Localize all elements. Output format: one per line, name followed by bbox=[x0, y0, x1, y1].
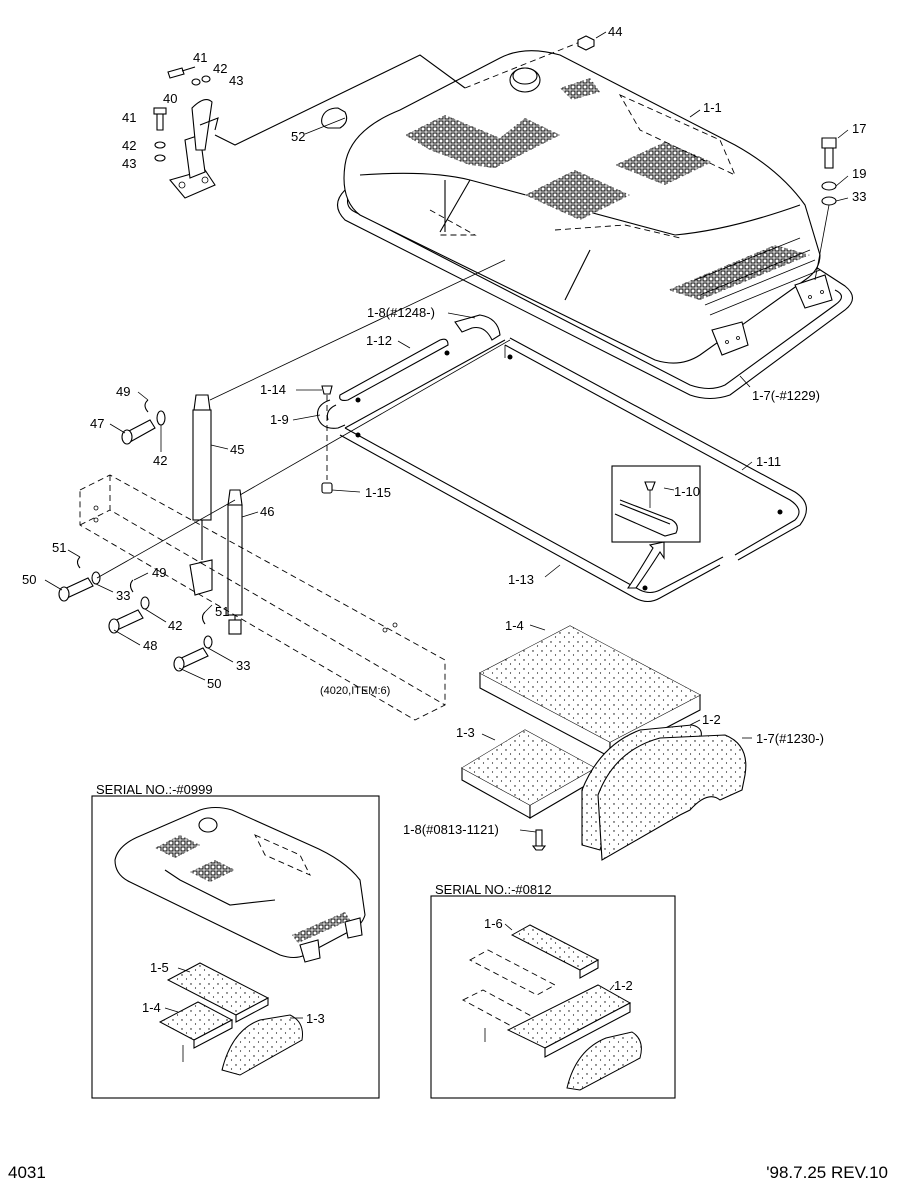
gas-strut-46 bbox=[227, 489, 243, 635]
serial-title-0812: SERIAL NO.:-#0812 bbox=[435, 882, 552, 897]
label-1-6: 1-6 bbox=[484, 916, 503, 931]
rubber-52 bbox=[321, 107, 348, 129]
seal-frame-1-7 bbox=[336, 189, 854, 400]
label-49-lower: 49 bbox=[152, 565, 166, 580]
label-42-lower: 42 bbox=[168, 618, 182, 633]
label-41-top: 41 bbox=[193, 50, 207, 65]
label-1-9: 1-9 bbox=[270, 412, 289, 427]
label-51-lower: 51 bbox=[215, 604, 229, 619]
label-1-2-boxB: 1-2 bbox=[614, 978, 633, 993]
label-45: 45 bbox=[230, 442, 244, 457]
insulation-pad-1-3 bbox=[460, 729, 597, 819]
screw-1-14 bbox=[321, 385, 333, 395]
frame-1-13 bbox=[339, 434, 721, 603]
label-43-top: 43 bbox=[229, 73, 243, 88]
leader-lines bbox=[44, 31, 849, 1019]
serial-box-0812 bbox=[430, 895, 676, 1099]
label-43-mid: 43 bbox=[122, 156, 136, 171]
label-1-7-upper: 1-7(-#1229) bbox=[752, 388, 820, 403]
pin-1-15 bbox=[321, 482, 333, 494]
pin-47 bbox=[121, 399, 166, 445]
label-44: 44 bbox=[608, 24, 622, 39]
bolt-17 bbox=[821, 137, 837, 149]
label-1-3-main: 1-3 bbox=[456, 725, 475, 740]
hood-hinge-left bbox=[711, 321, 749, 356]
label-48: 48 bbox=[143, 638, 157, 653]
nut-44 bbox=[577, 35, 595, 51]
label-33-lower: 33 bbox=[236, 658, 250, 673]
callout-labels: 44 41 42 43 40 41 42 43 52 1-1 17 19 33 … bbox=[22, 24, 866, 1026]
serial-box-0999 bbox=[91, 795, 380, 1099]
label-1-15: 1-15 bbox=[365, 485, 391, 500]
label-50-lower: 50 bbox=[207, 676, 221, 691]
label-1-11: 1-11 bbox=[756, 454, 781, 469]
label-19: 19 bbox=[852, 166, 866, 181]
rail-1-12 bbox=[339, 338, 449, 401]
bracket-1-8 bbox=[454, 314, 501, 341]
label-17: 17 bbox=[852, 121, 866, 136]
hood-assembly bbox=[336, 50, 854, 400]
label-33-right: 33 bbox=[852, 189, 866, 204]
label-42-top: 42 bbox=[213, 61, 227, 76]
page-number: 4031 bbox=[8, 1163, 46, 1182]
label-51-left: 51 bbox=[52, 540, 66, 555]
label-42-strut: 42 bbox=[153, 453, 167, 468]
label-47: 47 bbox=[90, 416, 104, 431]
label-1-13: 1-13 bbox=[508, 572, 534, 587]
side-pad-1-7 bbox=[597, 734, 747, 861]
label-1-3-boxA: 1-3 bbox=[306, 1011, 325, 1026]
label-52: 52 bbox=[291, 129, 305, 144]
label-ref-4020: (4020,ITEM:6) bbox=[320, 685, 390, 697]
label-41-mid: 41 bbox=[122, 110, 136, 125]
label-1-5: 1-5 bbox=[150, 960, 169, 975]
label-1-8-lower: 1-8(#0813-1121) bbox=[403, 822, 499, 837]
label-1-2-main: 1-2 bbox=[702, 712, 721, 727]
gas-strut-45 bbox=[189, 394, 213, 596]
label-1-1: 1-1 bbox=[703, 100, 722, 115]
label-46: 46 bbox=[260, 504, 274, 519]
pin-50-lower bbox=[173, 611, 213, 672]
label-40: 40 bbox=[163, 91, 177, 106]
label-42-mid: 42 bbox=[122, 138, 136, 153]
label-49-top: 49 bbox=[116, 384, 130, 399]
label-1-14: 1-14 bbox=[260, 382, 286, 397]
pin-50-upper bbox=[58, 556, 101, 602]
pin-48 bbox=[108, 579, 150, 634]
label-1-7-lower: 1-7(#1230-) bbox=[756, 731, 824, 746]
bolt-1-8-lower bbox=[531, 829, 547, 851]
mounting-frame bbox=[339, 337, 807, 603]
hood-latch bbox=[153, 54, 466, 199]
label-1-4-boxA: 1-4 bbox=[142, 1000, 161, 1015]
clip-1-9 bbox=[316, 399, 346, 429]
detail-inset-1-10 bbox=[611, 465, 701, 589]
label-1-8-upper: 1-8(#1248-) bbox=[367, 305, 435, 320]
serial-title-0999: SERIAL NO.:-#0999 bbox=[96, 782, 213, 797]
label-1-4-main: 1-4 bbox=[505, 618, 524, 633]
mounting-bracket-ref bbox=[79, 474, 446, 721]
label-50-left: 50 bbox=[22, 572, 36, 587]
label-33-left: 33 bbox=[116, 588, 130, 603]
revision-stamp: '98.7.25 REV.10 bbox=[766, 1163, 888, 1182]
front-vents bbox=[694, 237, 821, 316]
label-1-12: 1-12 bbox=[366, 333, 392, 348]
label-1-10: 1-10 bbox=[674, 484, 700, 499]
